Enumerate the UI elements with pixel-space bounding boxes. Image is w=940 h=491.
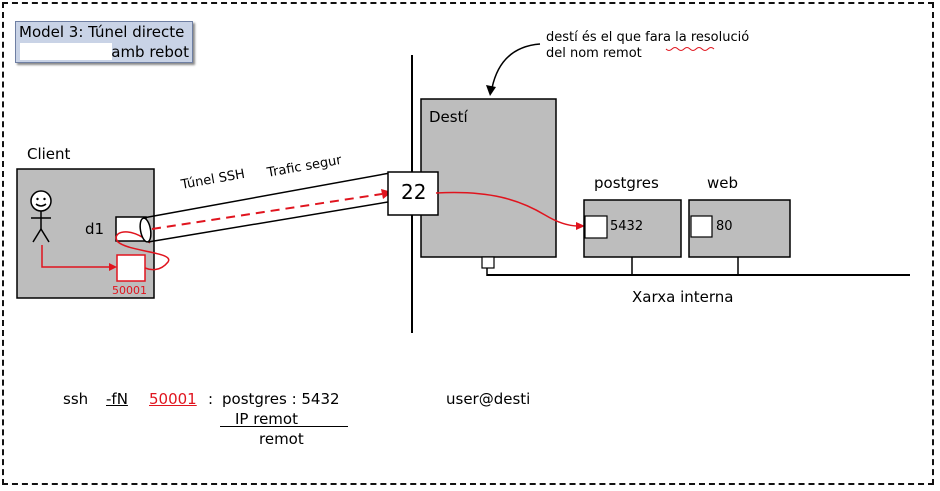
postgres-port-box: [584, 215, 608, 239]
cmd-note-ip: IP remot: [235, 410, 298, 428]
d1-label: d1: [85, 220, 105, 238]
cmd-target: postgres : 5432: [222, 390, 340, 408]
desti-to-postgres-arrowhead: [576, 222, 585, 230]
title-box-highlight: [20, 43, 112, 60]
desti-label: Destí: [429, 108, 468, 126]
web-label: web: [707, 174, 739, 192]
diagram-frame: [2, 2, 934, 485]
title-box: Model 3: Túnel directe amb rebot: [15, 21, 193, 63]
user-to-port-arrow: [41, 245, 112, 268]
ssh-port-label: 22: [401, 180, 427, 204]
cmd-user: user@desti: [446, 390, 531, 408]
title-line-1: Model 3: Túnel directe: [19, 23, 185, 41]
annotation-line-2: del nom remot: [546, 46, 642, 61]
desti-to-postgres-arrow: [435, 191, 579, 227]
cmd-flag: -fN: [106, 390, 128, 408]
user-to-port-arrowhead: [109, 263, 117, 271]
spellcheck-underline: [665, 47, 715, 51]
client-label: Client: [27, 145, 71, 163]
postgres-box: [583, 199, 682, 258]
internal-network-label: Xarxa interna: [632, 288, 734, 306]
annotation-line-1: destí és el que fara la resolució: [546, 30, 750, 45]
cmd-note-remot: remot: [259, 430, 304, 448]
web-port-label: 80: [716, 219, 733, 234]
web-port-box: [690, 215, 713, 238]
title-line-2: amb rebot: [111, 43, 189, 61]
postgres-port-label: 5432: [610, 219, 644, 234]
ssh-port-box: [387, 171, 439, 216]
loop-arrow: [115, 231, 170, 271]
ssh-tunnel: [139, 172, 395, 243]
cmd-colon: :: [208, 390, 214, 408]
cmd-port: 50001: [149, 390, 197, 408]
desti-network-port: [481, 256, 495, 269]
postgres-label: postgres: [594, 174, 659, 192]
user-figure-icon: [30, 190, 52, 243]
desti-box: [420, 98, 557, 258]
cmd-note-rule: [220, 426, 348, 427]
annotation-arrowhead: [486, 85, 496, 96]
local-port-label: 50001: [112, 284, 147, 297]
annotation-arrow: [491, 43, 541, 89]
local-port-box: [116, 254, 146, 282]
cmd-ssh: ssh: [63, 390, 89, 408]
